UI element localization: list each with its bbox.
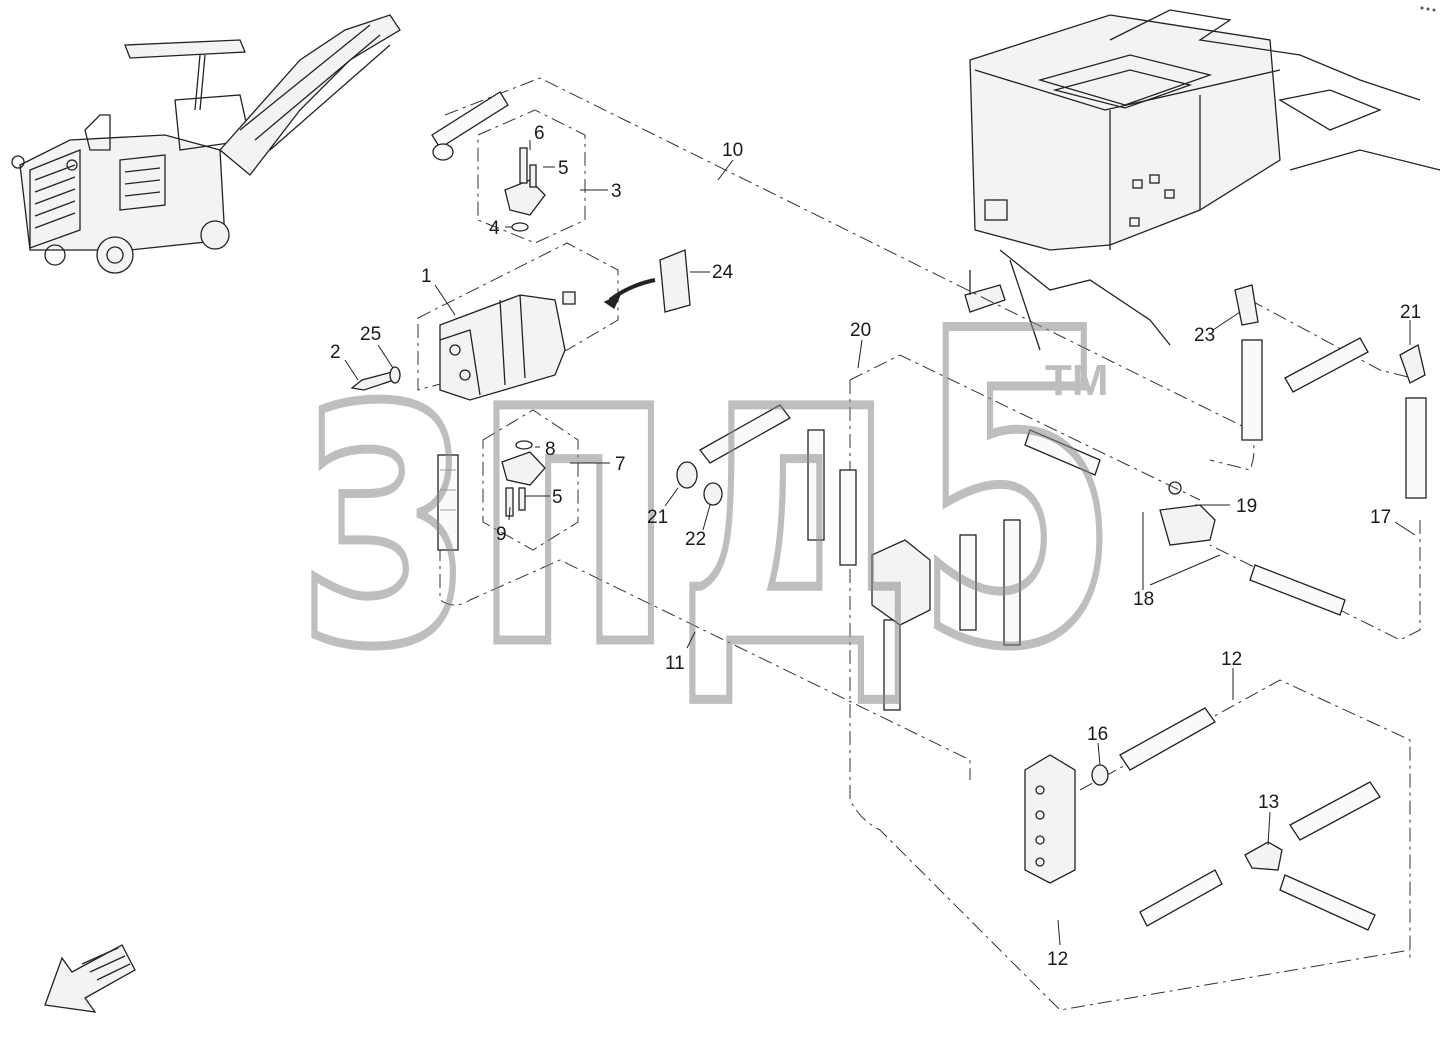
part-label-8: 8	[545, 439, 556, 460]
lower-flange	[501, 440, 546, 517]
part-label-4: 4	[489, 218, 500, 239]
part-label-11: 11	[665, 653, 685, 674]
frame-illustration	[964, 9, 1441, 351]
machine-illustration	[11, 14, 401, 274]
part-label-24: 24	[712, 262, 734, 283]
part-label-12b: 12	[1047, 949, 1068, 970]
part-label-1: 1	[421, 266, 432, 287]
part-label-23: 23	[1194, 325, 1215, 346]
bracket-24	[603, 249, 691, 313]
part-label-22: 22	[685, 529, 706, 550]
part-label-19: 19	[1236, 496, 1257, 517]
part-label-21a: 21	[647, 507, 668, 528]
part-label-21b: 21	[1400, 302, 1421, 323]
part-label-12a: 12	[1221, 649, 1242, 670]
part-label-5b: 5	[552, 487, 563, 508]
orientation-arrow-icon	[44, 944, 136, 1013]
watermark-logo: зпд5 TM	[296, 238, 1125, 747]
watermark-trademark: TM	[1045, 356, 1109, 405]
part-label-9: 9	[496, 524, 507, 545]
part-label-3: 3	[611, 181, 622, 202]
corner-mark	[1420, 6, 1436, 12]
part-label-5a: 5	[558, 158, 569, 179]
hydraulic-pump	[439, 291, 576, 401]
part-label-16: 16	[1087, 724, 1108, 745]
part-label-13: 13	[1258, 792, 1279, 813]
bolt-and-washer	[350, 366, 401, 391]
upper-flange	[504, 147, 546, 232]
part-label-25: 25	[360, 324, 381, 345]
part-label-2: 2	[330, 342, 341, 363]
part-label-18: 18	[1133, 589, 1154, 610]
part-label-20: 20	[850, 320, 871, 341]
part-labels: 1 2 3 4 5 5 6 7 8 9 10 11 12 12 13 16 17…	[330, 123, 1421, 970]
part-label-6: 6	[534, 123, 545, 144]
watermark-text: зпд5	[300, 242, 1120, 742]
part-label-17: 17	[1370, 507, 1391, 528]
hoses	[431, 91, 1427, 931]
part-label-10: 10	[722, 140, 743, 161]
part-label-7: 7	[615, 454, 626, 475]
leader-lines	[344, 140, 1416, 946]
